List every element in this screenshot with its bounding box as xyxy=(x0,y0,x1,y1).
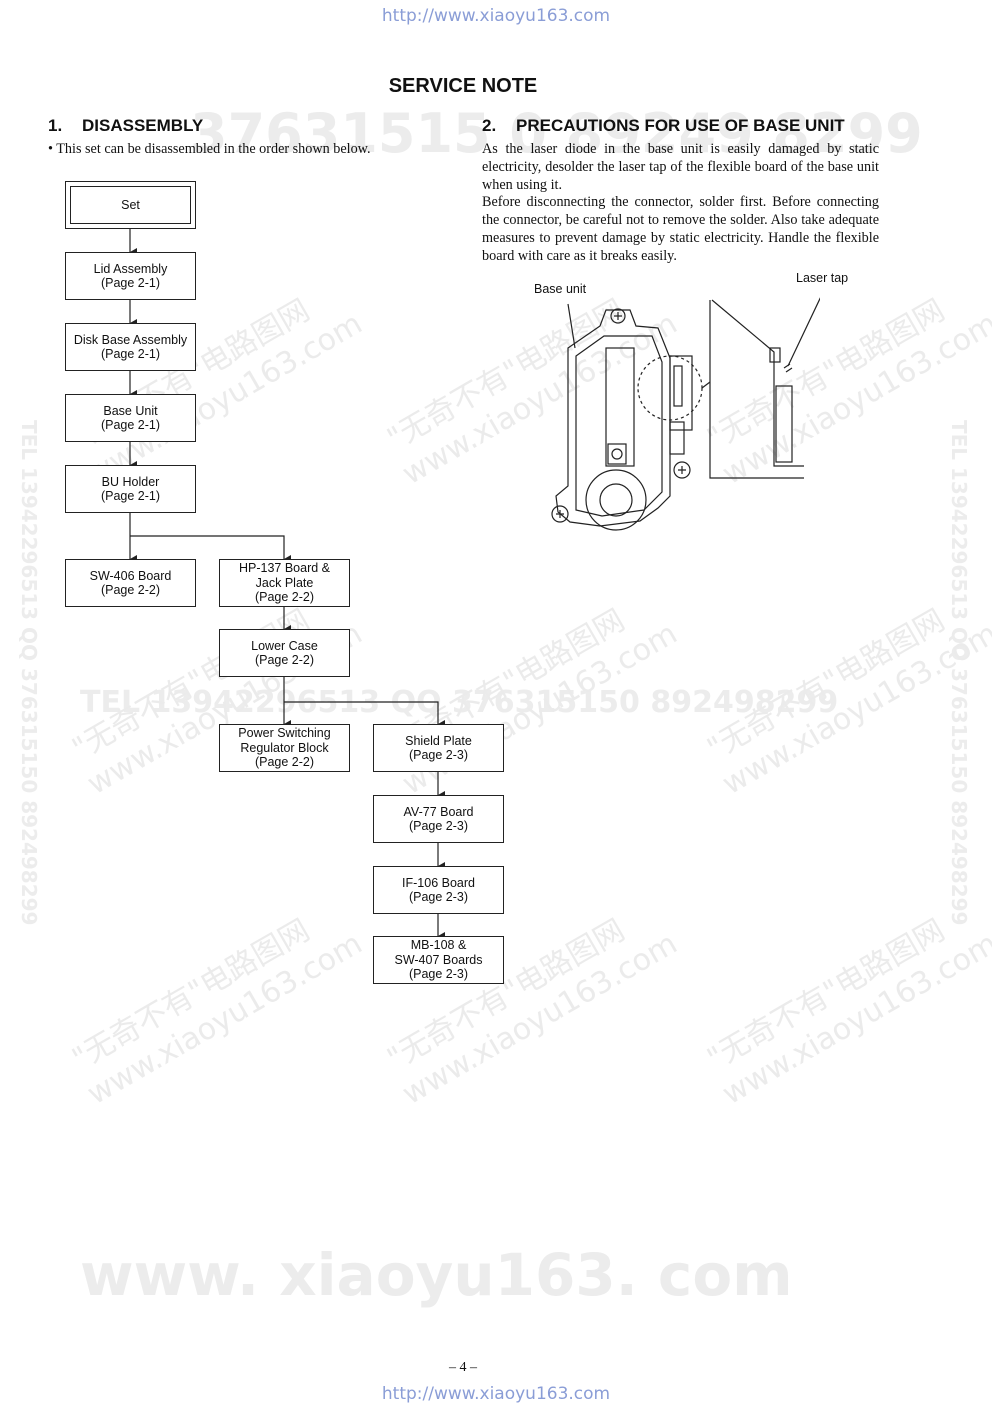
flow-label-line: Jack Plate xyxy=(255,575,314,590)
base-unit-block xyxy=(607,443,627,465)
screw-right-cross xyxy=(678,466,686,474)
detail-frame xyxy=(709,300,804,479)
detail-outline xyxy=(711,299,804,467)
section1-bullet: • This set can be disassembled in the or… xyxy=(48,141,371,157)
section1-number: 1. xyxy=(48,116,63,135)
base-unit-inner-frame xyxy=(575,335,663,517)
leader-line-laser-tap xyxy=(787,297,820,367)
flow-box-disk-base-assembly: Disk Base Assembly(Page 2-1) xyxy=(65,323,196,371)
flow-box-hp137-board: HP-137 Board &Jack Plate(Page 2-2) xyxy=(219,559,350,607)
screw-top-cross xyxy=(614,312,622,320)
flow-label-line: Shield Plate xyxy=(405,733,472,748)
magnify-pointer xyxy=(701,381,711,389)
section2-paragraph-1: As the laser diode in the base unit is e… xyxy=(482,141,879,193)
flow-box-shield-plate: Shield Plate(Page 2-3) xyxy=(373,724,504,772)
flow-box-set-inner: Set xyxy=(70,186,191,224)
section1-heading: 1. DISASSEMBLY xyxy=(48,116,203,136)
section2-number: 2. xyxy=(482,116,497,135)
flow-label-line: Disk Base Assembly xyxy=(73,332,188,347)
flow-page-ref: (Page 2-1) xyxy=(100,418,161,432)
detail-tap xyxy=(769,347,781,363)
flow-box-if106-board: IF-106 Board(Page 2-3) xyxy=(373,866,504,914)
flow-label-line: BU Holder xyxy=(101,474,160,489)
flow-box-sw406-board: SW-406 Board(Page 2-2) xyxy=(65,559,196,607)
section2-paragraph-2: Before disconnecting the connector, sold… xyxy=(482,194,879,264)
flow-label-line: SW-406 Board xyxy=(89,568,172,583)
flow-page-ref: (Page 2-1) xyxy=(100,489,161,503)
flow-label-line: Regulator Block xyxy=(240,740,329,755)
screw-top xyxy=(610,308,626,324)
arrow-bu-holder-to-hp137 xyxy=(130,535,291,563)
flow-page-ref: (Page 2-2) xyxy=(100,583,161,597)
leader-line-base-unit xyxy=(567,303,576,349)
page-number: – 4 – xyxy=(449,1360,477,1375)
section2-title: PRECAUTIONS FOR USE OF BASE UNIT xyxy=(516,116,845,135)
section1-title: DISASSEMBLY xyxy=(82,116,204,135)
base-unit-body xyxy=(555,309,671,527)
section2-heading: 2. PRECAUTIONS FOR USE OF BASE UNIT xyxy=(482,116,845,136)
flow-page-ref: (Page 2-1) xyxy=(100,276,161,290)
spindle-outer xyxy=(585,469,647,531)
flow-label-line: HP-137 Board & xyxy=(238,561,331,576)
spindle-inner xyxy=(599,483,633,517)
base-unit-sled xyxy=(605,347,635,467)
flow-page-ref: (Page 2-3) xyxy=(408,819,469,833)
flow-label-line: AV-77 Board xyxy=(403,804,474,819)
flow-label-line: Power Switching xyxy=(238,726,331,741)
connector xyxy=(669,421,685,455)
arrow-lower-case-to-shield xyxy=(284,701,445,728)
flow-label-line: Lid Assembly xyxy=(93,261,168,276)
flow-label-line: SW-407 Boards xyxy=(394,952,483,967)
screw-right xyxy=(673,461,691,479)
flow-page-ref: (Page 2-3) xyxy=(408,748,469,762)
figure-label-laser-tap: Laser tap xyxy=(796,271,849,285)
flow-box-lower-case: Lower Case(Page 2-2) xyxy=(219,629,350,677)
flexible-board xyxy=(669,355,693,431)
flow-label-line: Lower Case xyxy=(251,638,318,653)
screw-bottom-left-cross xyxy=(556,510,564,518)
detail-board xyxy=(775,385,793,463)
flow-box-set: Set xyxy=(65,181,196,229)
detail-tap-marks xyxy=(783,363,793,373)
flexible-board-contacts xyxy=(673,365,683,407)
flow-page-ref: (Page 2-2) xyxy=(254,653,315,667)
flow-box-base-unit: Base Unit(Page 2-1) xyxy=(65,394,196,442)
flow-label-line: Base Unit xyxy=(103,403,158,418)
flow-page-ref: (Page 2-3) xyxy=(408,890,469,904)
flow-label-line: IF-106 Board xyxy=(402,875,475,890)
flow-page-ref: (Page 2-3) xyxy=(408,967,469,982)
flow-label-line: MB-108 & xyxy=(410,938,467,953)
footer-url-link[interactable]: http://www.xiaoyu163.com xyxy=(381,1384,611,1404)
flow-page-ref: (Page 2-1) xyxy=(100,347,161,361)
page-title: SERVICE NOTE xyxy=(388,75,538,97)
flow-box-lid-assembly: Lid Assembly(Page 2-1) xyxy=(65,252,196,300)
screw-bottom-left xyxy=(551,505,569,523)
figure-label-base-unit: Base unit xyxy=(534,282,587,296)
flow-page-ref: (Page 2-2) xyxy=(254,590,315,605)
flow-box-mb108-boards: MB-108 &SW-407 Boards(Page 2-3) xyxy=(373,936,504,984)
base-unit-block-hole xyxy=(611,448,623,460)
flow-label-set: Set xyxy=(121,197,140,212)
flow-box-av77-board: AV-77 Board(Page 2-3) xyxy=(373,795,504,843)
base-unit-illustration xyxy=(551,297,820,531)
header-url-link[interactable]: http://www.xiaoyu163.com xyxy=(381,6,611,26)
flow-box-bu-holder: BU Holder(Page 2-1) xyxy=(65,465,196,513)
flow-page-ref: (Page 2-2) xyxy=(254,755,315,770)
